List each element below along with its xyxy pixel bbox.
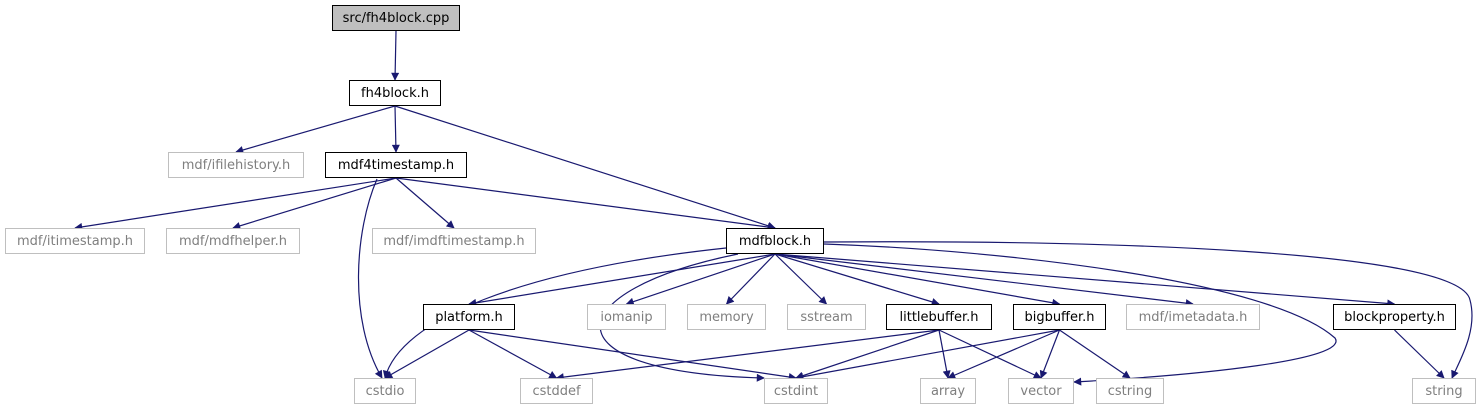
edge-mdf4timestamp-to-itimestamp	[74, 177, 397, 231]
edge-mdfblock-to-string	[823, 241, 1473, 379]
edge-bigbuffer-to-cstring	[1059, 329, 1131, 379]
edge-bigbuffer-to-cstdint	[795, 329, 1060, 381]
node-cstring: cstring	[1096, 378, 1164, 404]
edge-mdf4timestamp-to-mdfhelper	[232, 177, 397, 230]
edge-platform-to-cstddef	[468, 329, 558, 379]
node-ifilehistory: mdf/ifilehistory.h	[168, 152, 304, 178]
edge-mdfblock-to-bigbuffer	[774, 253, 1061, 307]
node-sstream: sstream	[787, 304, 866, 330]
edge-fh4block-to-mdfblock	[394, 105, 776, 230]
node-bigbuffer[interactable]: bigbuffer.h	[1013, 304, 1106, 330]
node-imdftimestamp: mdf/imdftimestamp.h	[372, 228, 536, 254]
node-mdfblock[interactable]: mdfblock.h	[726, 228, 824, 254]
node-cstdio: cstdio	[354, 378, 416, 404]
edge-mdf4timestamp-to-mdfblock	[395, 177, 776, 232]
node-imetadata: mdf/imetadata.h	[1126, 304, 1260, 330]
edge-mdfblock-to-iomanip	[625, 253, 776, 306]
edge-fh4block-to-ifilehistory	[235, 105, 396, 154]
edge-littlebuffer-to-array	[938, 329, 951, 379]
node-iomanip: iomanip	[587, 304, 666, 330]
node-vector: vector	[1008, 378, 1074, 404]
node-cstdint: cstdint	[764, 378, 828, 404]
edge-platform-to-cstdint	[468, 329, 797, 381]
edge-mdfblock-to-blockproperty	[774, 253, 1396, 308]
edge-fh4block-to-mdf4timestamp	[391, 105, 400, 153]
edge-mdfblock-to-platform	[468, 253, 776, 307]
edges	[74, 30, 1473, 386]
edge-root-to-fh4block	[391, 30, 400, 81]
edge-mdf4timestamp-to-imdftimestamp	[395, 177, 455, 229]
node-array: array	[920, 378, 976, 404]
node-mdf4timestamp[interactable]: mdf4timestamp.h	[325, 152, 467, 178]
edge-littlebuffer-to-cstddef	[555, 329, 940, 382]
edge-bigbuffer-to-vector	[1039, 329, 1061, 379]
node-mdfhelper: mdf/mdfhelper.h	[166, 228, 300, 254]
node-itimestamp: mdf/itimestamp.h	[5, 228, 145, 254]
edge-mdfblock-to-littlebuffer	[774, 253, 940, 306]
edge-mdfblock-to-imetadata	[774, 253, 1194, 308]
node-cstddef: cstddef	[520, 378, 593, 404]
edge-mdfblock-to-vector	[823, 243, 1337, 386]
edge-platform-to-cstdio	[384, 329, 470, 379]
edge-littlebuffer-to-vector	[938, 329, 1042, 379]
edge-bigbuffer-to-array	[947, 329, 1060, 379]
edge-littlebuffer-to-cstdint	[795, 329, 940, 380]
node-memory: memory	[687, 304, 766, 330]
edge-blockproperty-to-string	[1394, 329, 1445, 379]
node-string: string	[1412, 378, 1476, 404]
edge-mdf4timestamp-to-cstdio	[357, 178, 383, 379]
node-blockproperty[interactable]: blockproperty.h	[1333, 304, 1456, 330]
node-fh4block[interactable]: fh4block.h	[349, 80, 441, 106]
node-littlebuffer[interactable]: littlebuffer.h	[886, 304, 992, 330]
edge-mdfblock-to-cstdio	[382, 247, 727, 379]
node-root[interactable]: src/fh4block.cpp	[332, 5, 460, 31]
edge-mdfblock-to-memory	[725, 253, 776, 305]
node-platform[interactable]: platform.h	[423, 304, 515, 330]
edge-mdfblock-to-sstream	[774, 253, 828, 305]
